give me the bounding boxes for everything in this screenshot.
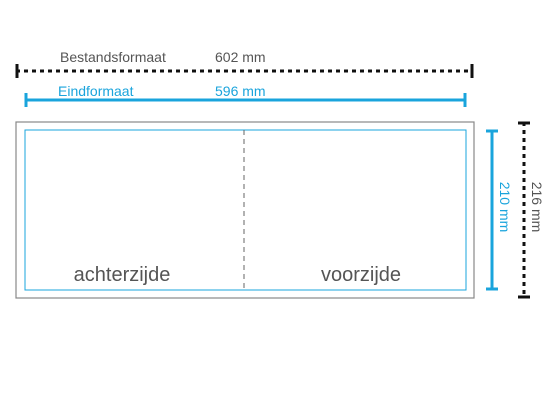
file-height-value: 216 mm xyxy=(529,182,545,233)
sheet-outline xyxy=(15,121,475,299)
trim-outline xyxy=(24,129,467,291)
final-height-dimension: 210 mm xyxy=(486,129,513,291)
file-height-dimension: 216 mm xyxy=(518,121,545,299)
final-format-label: Eindformaat xyxy=(58,83,134,99)
final-height-value: 210 mm xyxy=(497,182,513,233)
file-width-dimension: Bestandsformaat 602 mm xyxy=(15,49,474,78)
panel-label-front: voorzijde xyxy=(321,264,401,286)
final-width-dimension: Eindformaat 596 mm xyxy=(24,83,467,107)
final-width-value: 596 mm xyxy=(215,83,266,99)
panel-label-back: achterzijde xyxy=(74,264,171,286)
file-format-label: Bestandsformaat xyxy=(60,49,166,65)
file-width-value: 602 mm xyxy=(215,49,266,65)
